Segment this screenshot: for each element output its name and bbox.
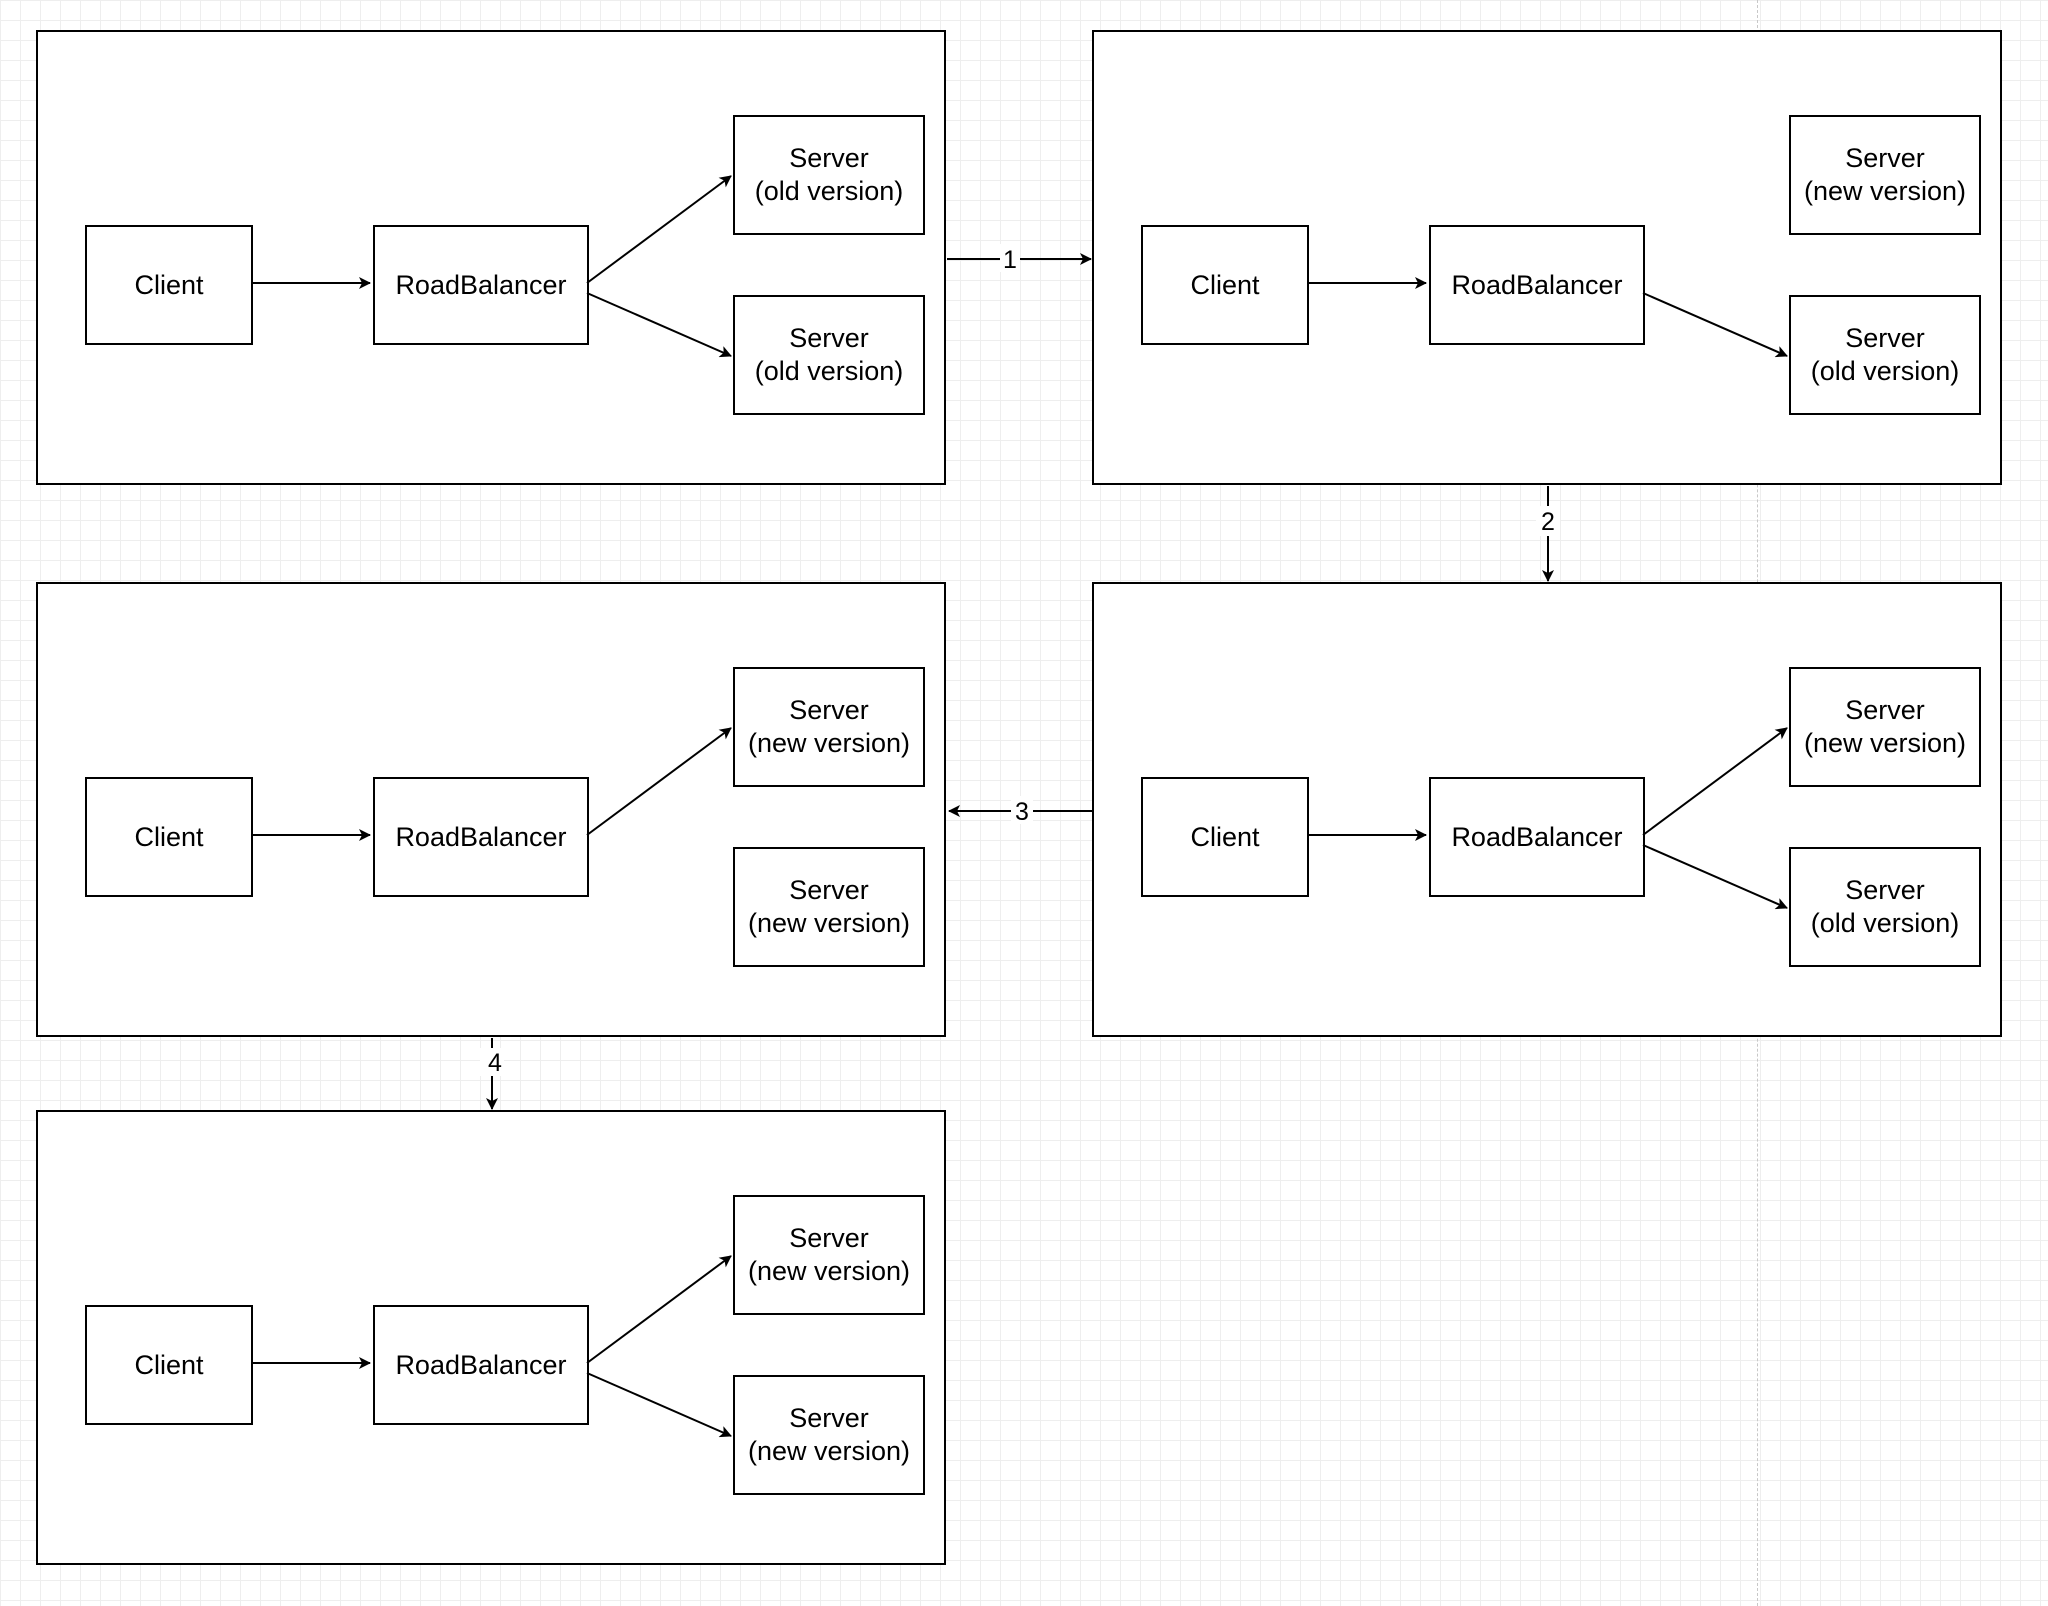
- server-node-top[interactable]: Server (new version): [733, 1195, 925, 1315]
- edge-balancer-to-server-bottom: [1642, 292, 1788, 358]
- step-1-label-bg: [1000, 244, 1020, 272]
- stage-panel-1[interactable]: Client RoadBalancer Server (old version)…: [36, 30, 946, 485]
- edge-balancer-to-server-bottom: [586, 1372, 732, 1438]
- edge-balancer-to-server-top: [586, 727, 732, 836]
- stage-panel-4[interactable]: Client RoadBalancer Server (new version)…: [36, 582, 946, 1037]
- server-node-bottom[interactable]: Server (old version): [1789, 847, 1981, 967]
- edge-balancer-to-server-top: [586, 175, 732, 284]
- step-1-label: 1: [1003, 246, 1017, 274]
- server-node-top[interactable]: Server (new version): [733, 667, 925, 787]
- edge-balancer-to-server-top: [1642, 727, 1788, 836]
- client-node[interactable]: Client: [85, 1305, 253, 1425]
- stage-panel-2[interactable]: Client RoadBalancer Server (new version)…: [1092, 30, 2002, 485]
- load-balancer-node[interactable]: RoadBalancer: [373, 1305, 589, 1425]
- stage-panel-5[interactable]: Client RoadBalancer Server (new version)…: [36, 1110, 946, 1565]
- server-node-bottom[interactable]: Server (old version): [733, 295, 925, 415]
- step-2-label-bg: [1536, 506, 1560, 536]
- client-node[interactable]: Client: [85, 225, 253, 345]
- load-balancer-node[interactable]: RoadBalancer: [373, 777, 589, 897]
- stage-panel-3[interactable]: Client RoadBalancer Server (new version)…: [1092, 582, 2002, 1037]
- server-node-bottom[interactable]: Server (new version): [733, 847, 925, 967]
- step-2-label: 2: [1541, 508, 1555, 536]
- step-4-label: 4: [488, 1049, 502, 1077]
- client-node[interactable]: Client: [1141, 225, 1309, 345]
- step-3-label: 3: [1015, 798, 1029, 826]
- edge-balancer-to-server-bottom: [586, 292, 732, 358]
- load-balancer-node[interactable]: RoadBalancer: [1429, 225, 1645, 345]
- step-4-label-bg: [480, 1048, 504, 1076]
- load-balancer-node[interactable]: RoadBalancer: [1429, 777, 1645, 897]
- server-node-top[interactable]: Server (old version): [733, 115, 925, 235]
- edge-balancer-to-server-top: [586, 1255, 732, 1364]
- server-node-bottom[interactable]: Server (new version): [733, 1375, 925, 1495]
- server-node-top[interactable]: Server (new version): [1789, 667, 1981, 787]
- edge-balancer-to-server-bottom: [1642, 844, 1788, 910]
- server-node-bottom[interactable]: Server (old version): [1789, 295, 1981, 415]
- step-3-label-bg: [1011, 796, 1033, 824]
- client-node[interactable]: Client: [85, 777, 253, 897]
- load-balancer-node[interactable]: RoadBalancer: [373, 225, 589, 345]
- server-node-top[interactable]: Server (new version): [1789, 115, 1981, 235]
- client-node[interactable]: Client: [1141, 777, 1309, 897]
